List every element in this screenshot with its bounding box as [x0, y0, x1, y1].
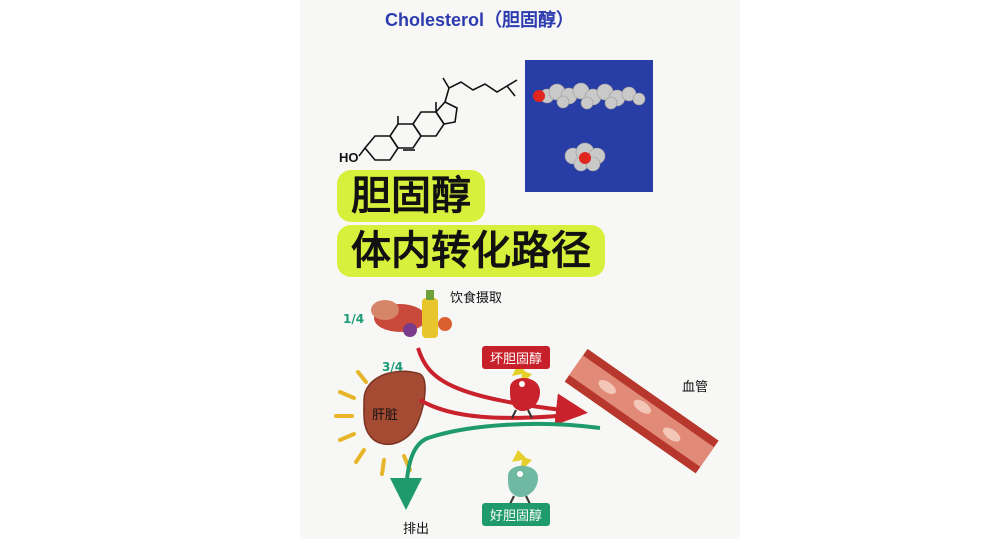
pathway-diagram [334, 290, 719, 510]
headline-line1: 胆固醇 [337, 170, 485, 222]
good-cholesterol-label: 好胆固醇 [482, 503, 551, 526]
liver-icon [363, 370, 426, 445]
cholesterol-structure: HO [339, 77, 518, 165]
oxygen-atom-icon [579, 152, 591, 164]
liver-rays [334, 370, 412, 476]
ho-label: HO [339, 150, 359, 165]
oxygen-atom-icon [533, 90, 545, 102]
liver-to-vessel-arrow [418, 398, 581, 420]
diet-fraction: 1/4 [343, 312, 365, 326]
liver-label: 肝脏 [372, 408, 399, 423]
food-icon [371, 290, 452, 338]
diet-label: 饮食摄取 [450, 291, 503, 306]
blood-vessel-icon [564, 348, 719, 474]
bad-cholesterol-label: 坏胆固醇 [482, 346, 551, 369]
headline-line2: 体内转化路径 [337, 225, 605, 277]
bad-cholesterol-character [510, 364, 540, 419]
diet-to-vessel-arrow [416, 347, 588, 426]
liver-fraction: 3/4 [382, 360, 404, 374]
good-cholesterol-character [508, 450, 538, 505]
molecule-model [525, 60, 653, 192]
return-and-excrete-arrow [390, 421, 601, 510]
vessel-label: 血管 [682, 380, 709, 395]
infographic-panel: Cholesterol（胆固醇） HO [300, 0, 740, 539]
excrete-label: 排出 [403, 522, 430, 537]
page-title: Cholesterol（胆固醇） [385, 10, 575, 30]
